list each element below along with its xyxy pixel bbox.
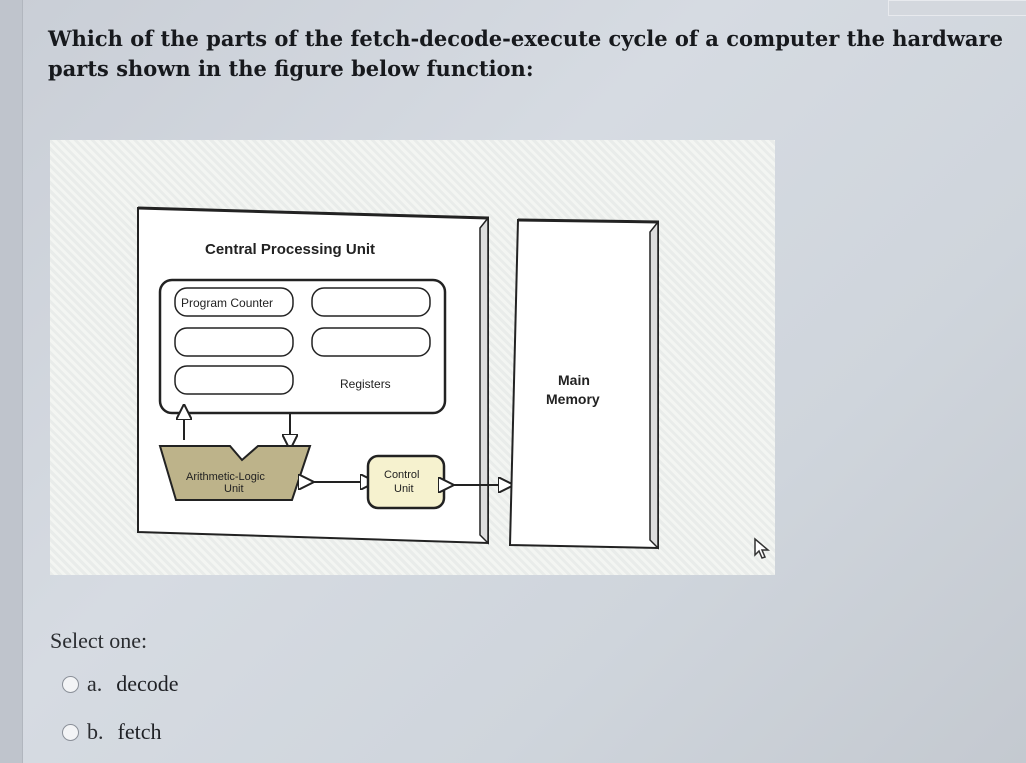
cpu-diagram: Central Processing Unit Program Counter …: [50, 140, 775, 575]
page-left-margin: [0, 0, 23, 763]
option-a-text[interactable]: decode: [116, 671, 179, 696]
registers-group: Program Counter Registers: [158, 278, 447, 415]
main-memory-line1: Main: [558, 372, 590, 388]
option-b-text[interactable]: fetch: [117, 719, 162, 744]
program-counter-label: Program Counter: [181, 296, 273, 310]
main-memory-line2: Memory: [546, 391, 600, 407]
alu-label-line1: Arithmetic-Logic: [186, 471, 265, 483]
control-unit-box: Control Unit: [366, 454, 446, 510]
registers-label: Registers: [340, 377, 391, 391]
cpu-label: Central Processing Unit: [205, 241, 375, 258]
radio-unselected-icon[interactable]: [62, 675, 79, 693]
mouse-pointer-icon: [752, 537, 774, 568]
option-a-letter: a.: [87, 671, 103, 696]
option-b-letter: b.: [87, 719, 104, 744]
alu-shape: Arithmetic-Logic Unit: [158, 445, 312, 501]
option-a[interactable]: a. decode: [62, 671, 179, 697]
main-memory-box: Main Memory: [508, 218, 659, 550]
select-one-label: Select one:: [50, 628, 148, 653]
control-unit-line2: Unit: [394, 483, 414, 495]
question-text: Which of the parts of the fetch-decode-e…: [48, 26, 1003, 81]
top-input-box: [888, 0, 1026, 16]
control-unit-line1: Control: [384, 469, 419, 481]
option-b[interactable]: b. fetch: [62, 719, 161, 745]
radio-unselected-icon[interactable]: [62, 723, 79, 741]
alu-label-line2: Unit: [224, 483, 244, 495]
